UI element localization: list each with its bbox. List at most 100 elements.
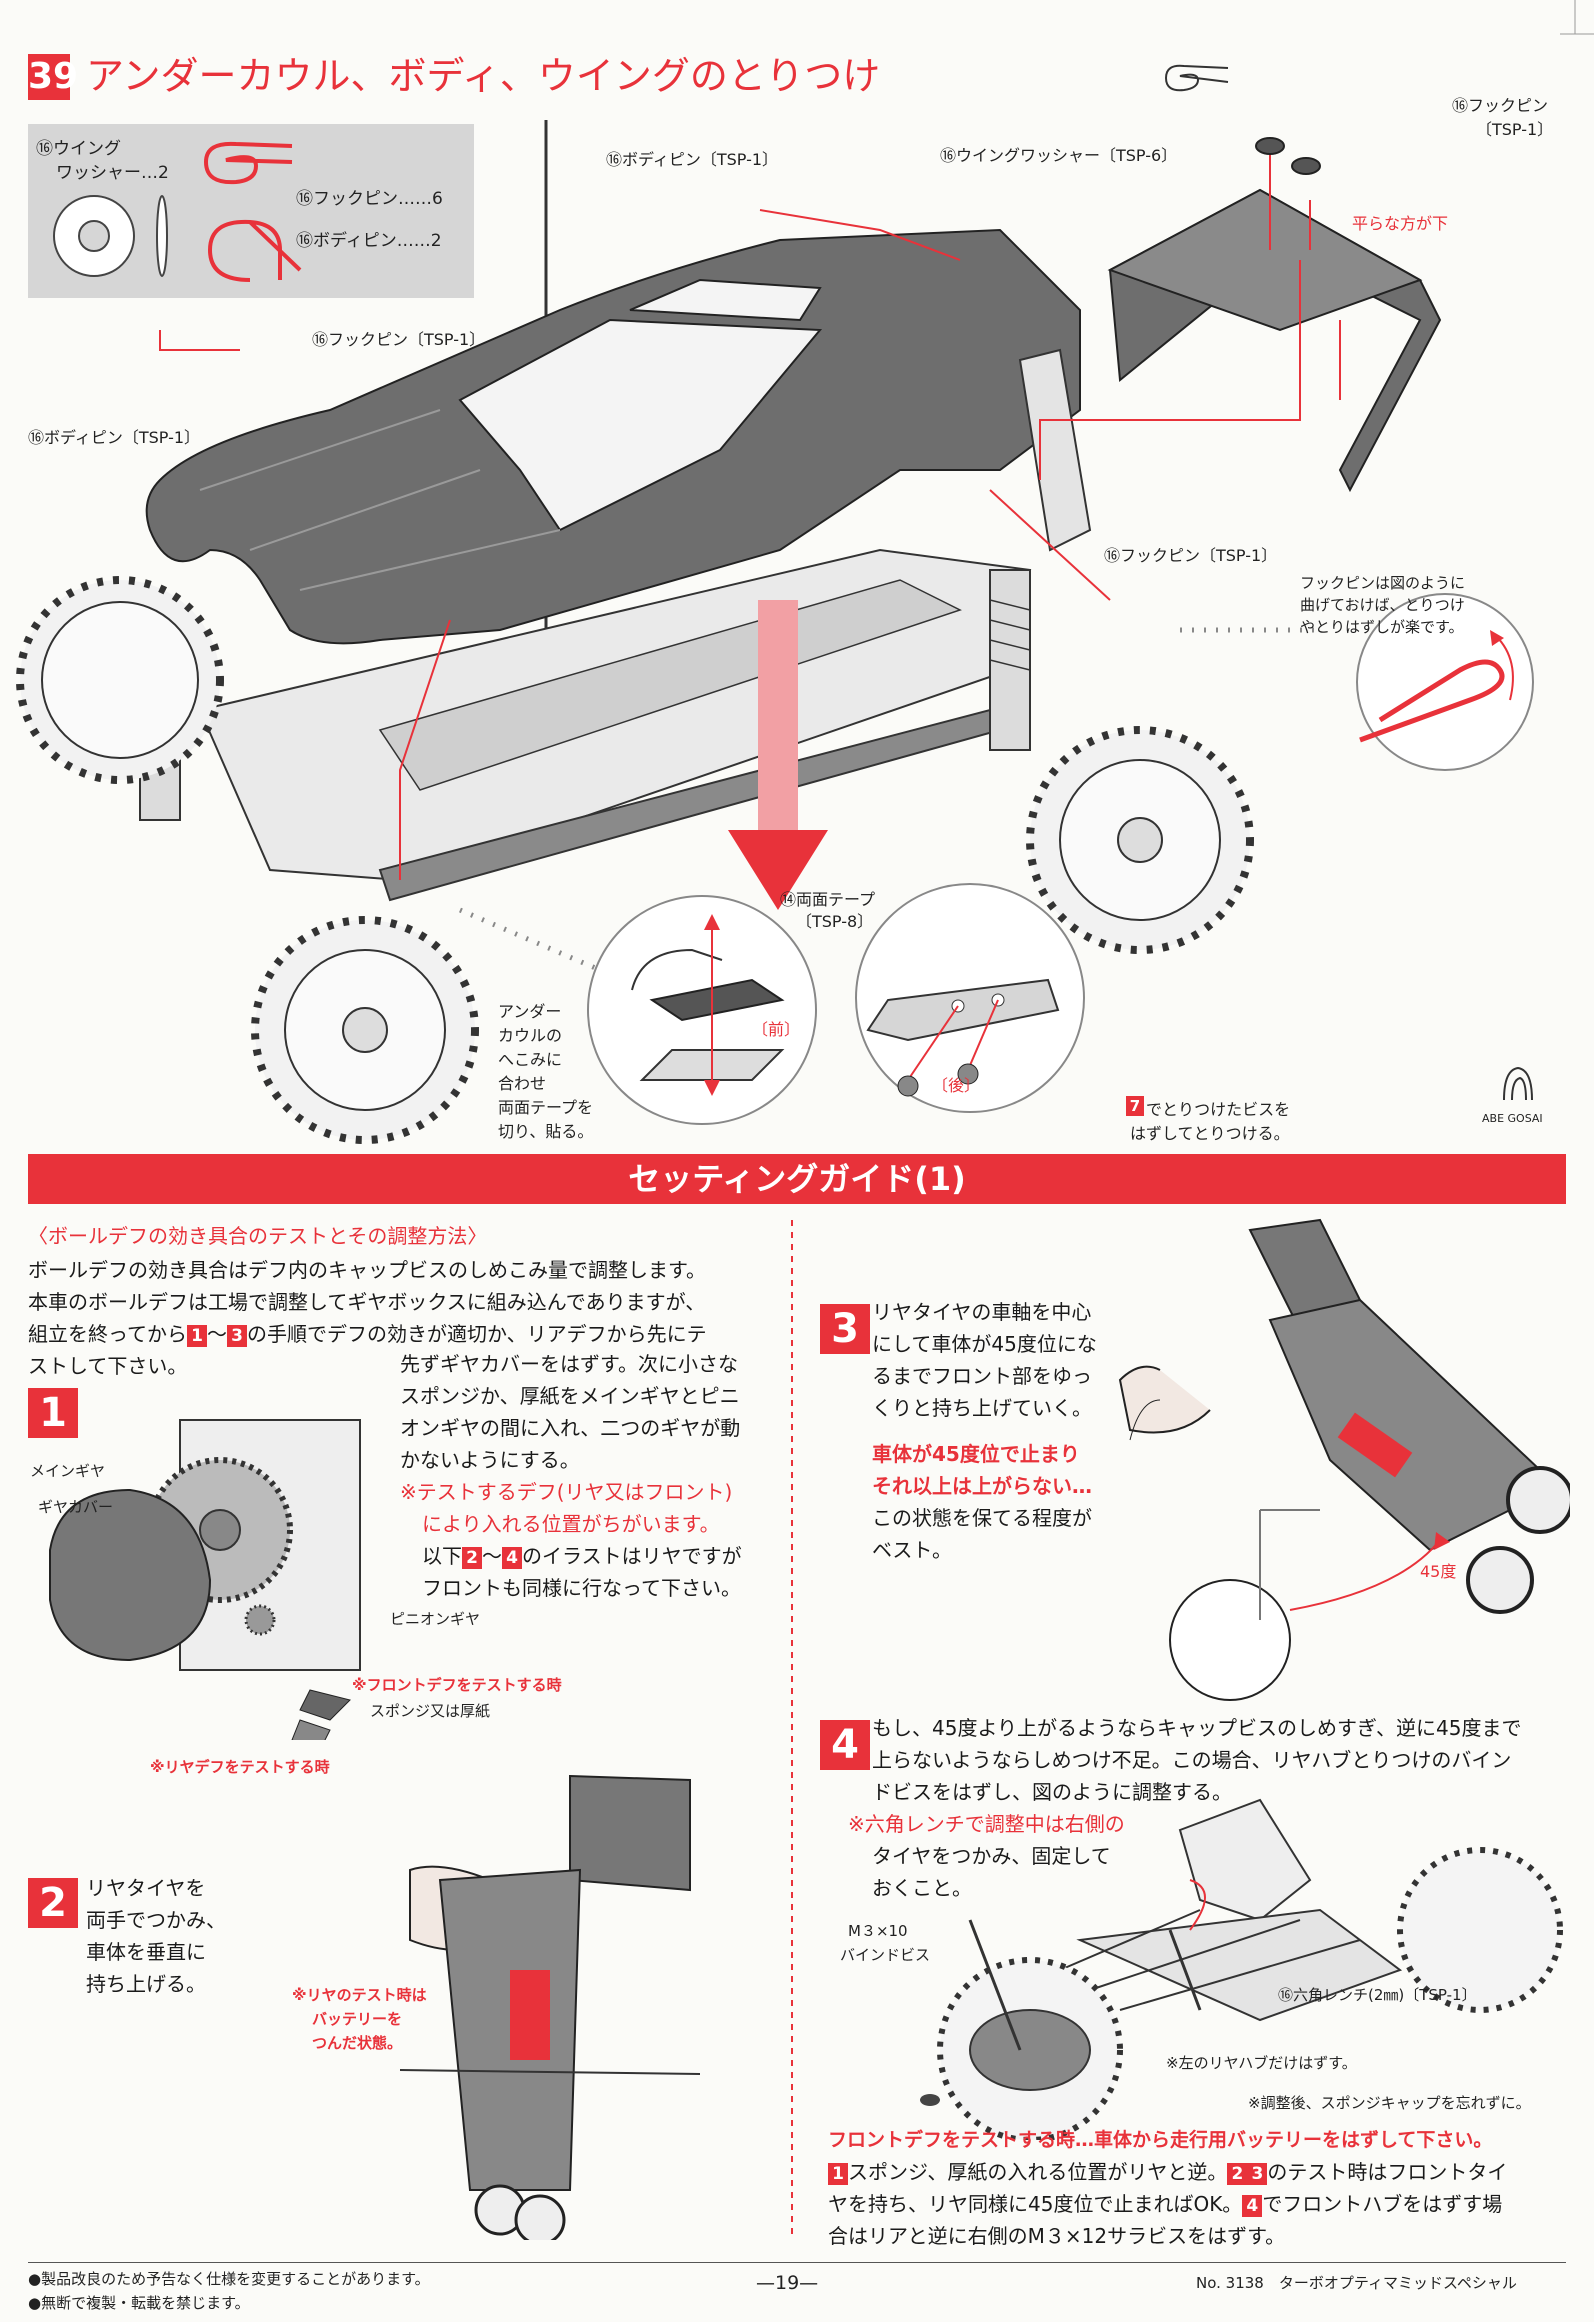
front-test-line-3: 合はリアと逆に右側のM３×12サラビスをはずす。 bbox=[828, 2224, 1286, 2248]
step-badge: 39 bbox=[28, 54, 78, 100]
step3-line-3: るまでフロント部をゆっ bbox=[872, 1364, 1092, 1388]
top-frame-lines bbox=[1560, 0, 1594, 35]
step3-red-2: それ以上は上がらない… bbox=[872, 1474, 1092, 1498]
step1-line-1: 先ずギヤカバーをはずす。次に小さな bbox=[400, 1352, 738, 1376]
step-number: 39 bbox=[28, 56, 79, 97]
wheel-rear-right bbox=[1026, 726, 1254, 954]
step2-line-2: 両手でつかみ、 bbox=[86, 1908, 226, 1932]
logo-text: ABE GOSAI bbox=[1482, 1112, 1543, 1125]
label-sponge-cap: ※調整後、スポンジキャップを忘れずに。 bbox=[1248, 2094, 1531, 2112]
step3-line-4: くりと持ち上げていく。 bbox=[872, 1396, 1092, 1420]
callout-hook-pin-top: ⑯フックピン bbox=[1452, 96, 1549, 115]
wheel-front-left bbox=[16, 576, 224, 784]
footer-note-2: ●無断で複製・転載を禁じます。 bbox=[28, 2294, 250, 2312]
screw-note-badge: 7 bbox=[1126, 1096, 1144, 1116]
callout-screw-note-2: はずしてとりつける。 bbox=[1130, 1124, 1290, 1143]
step1-line-4: かないようにする。 bbox=[400, 1448, 580, 1472]
footer-page-number: —19— bbox=[756, 2272, 819, 2294]
vertical-car-illustration bbox=[400, 1774, 700, 2240]
hook-pin-icon bbox=[204, 141, 293, 185]
callout-hook-pin-right: ⑯フックピン〔TSP-1〕 bbox=[1104, 546, 1278, 565]
callout-screw-note-1: でとりつけたビスを bbox=[1146, 1100, 1291, 1119]
step1-line-2: スポンジか、厚紙をメインギヤとピニ bbox=[400, 1384, 740, 1408]
hook-pin-tip-circle bbox=[1356, 593, 1534, 771]
step1-note-1: ※テストするデフ(リヤ又はフロント) bbox=[400, 1480, 733, 1504]
step2-badge: 2 bbox=[28, 1878, 78, 1928]
setting-guide-subtitle: 〈ボールデフの効き具合のテストとその調整方法〉 bbox=[28, 1224, 488, 1248]
step3-angle: 45度 bbox=[1420, 1562, 1457, 1581]
callout-undercowl-6: 切り、貼る。 bbox=[498, 1122, 594, 1141]
label-front-test: ※フロントデフをテストする時 bbox=[352, 1676, 562, 1694]
step3-line-1: リヤタイヤの車軸を中心 bbox=[872, 1300, 1092, 1324]
step4-line-3: ドビスをはずし、図のように調整する。 bbox=[872, 1780, 1232, 1804]
callout-body-pin-top: ⑯ボディピン〔TSP-1〕 bbox=[606, 150, 779, 169]
label-sponge: スポンジ又は厚紙 bbox=[370, 1702, 491, 1720]
hook-pin-top-icon bbox=[1165, 64, 1229, 92]
step4-line-2: 上らないようならしめつけ不足。この場合、リヤハブとりつけのバイン bbox=[872, 1748, 1512, 1772]
callout-wing-washer: ⑯ウイングワッシャー〔TSP-6〕 bbox=[940, 146, 1178, 165]
callout-undercowl-5: 両面テープを bbox=[498, 1098, 594, 1117]
page-title: アンダーカウル、ボディ、ウイングのとりつけ bbox=[86, 54, 881, 98]
rear-hub-illustration bbox=[920, 1798, 1563, 2140]
body-pin-icon bbox=[207, 219, 302, 282]
car-assembly-illustration bbox=[16, 120, 1442, 1144]
step4-note-3: おくこと。 bbox=[872, 1876, 972, 1900]
step1-note-2: により入れる位置がちがいます。 bbox=[422, 1512, 720, 1536]
step2-note-1: ※リヤのテスト時は bbox=[292, 1986, 427, 2004]
column-divider bbox=[791, 1220, 793, 2240]
callout-body-pin-left: ⑯ボディピン〔TSP-1〕 bbox=[28, 428, 201, 447]
callout-undercowl-3: へこみに bbox=[498, 1050, 563, 1069]
parts-hook-pin: ⑯フックピン……6 bbox=[296, 189, 443, 209]
intro-line-2: 本車のボールデフは工場で調整してギヤボックスに組み込んでありますが、 bbox=[28, 1290, 706, 1314]
front-test-title: フロントデフをテストする時…車体から走行用バッテリーをはずして下さい。 bbox=[828, 2129, 1493, 2151]
step2-line-3: 車体を垂直に bbox=[86, 1940, 206, 1964]
intro-line-4: ストして下さい。 bbox=[28, 1354, 188, 1378]
angled-car-illustration bbox=[1118, 1218, 1570, 1701]
step2-note-3: つんだ状態。 bbox=[312, 2034, 403, 2052]
callout-hook-tip-2: 曲げておけば、とりつけ bbox=[1300, 596, 1465, 614]
step1-line-6: フロントも同様に行なって下さい。 bbox=[422, 1576, 741, 1600]
step3-line-6: ベスト。 bbox=[872, 1538, 952, 1562]
callout-hook-pin-top-code: 〔TSP-1〕 bbox=[1476, 120, 1554, 139]
step2-line-4: 持ち上げる。 bbox=[86, 1972, 206, 1996]
step3-badge: 3 bbox=[820, 1304, 870, 1354]
callout-tape-code: 〔TSP-8〕 bbox=[796, 912, 874, 931]
label-gear-cover: ギヤカバー bbox=[38, 1498, 114, 1516]
step2-note-2: バッテリーを bbox=[312, 2010, 403, 2028]
step3-line-2: にして車体が45度位にな bbox=[872, 1332, 1097, 1356]
callout-undercowl-4: 合わせ bbox=[498, 1074, 547, 1093]
footer-product: No. 3138 ターボオプティマミッドスペシャル bbox=[1196, 2274, 1517, 2292]
step4-line-1: もし、45度より上がるようならキャップビスのしめすぎ、逆に45度まで bbox=[872, 1716, 1522, 1740]
wheel-rear-left bbox=[251, 916, 479, 1144]
callout-rear: 〔後〕 bbox=[932, 1076, 981, 1095]
abe-gosai-logo-icon bbox=[1503, 1066, 1533, 1101]
callout-front: 〔前〕 bbox=[752, 1020, 801, 1039]
footer-rule bbox=[28, 2262, 1566, 2263]
gearbox-illustration bbox=[49, 1419, 361, 1740]
setting-guide-banner: セッティングガイド(1) bbox=[28, 1154, 1566, 1204]
setting-guide-title: セッティングガイド(1) bbox=[628, 1160, 966, 1198]
label-rear-test: ※リヤデフをテストする時 bbox=[150, 1758, 330, 1776]
callout-hook-tip-1: フックピンは図のように bbox=[1300, 574, 1466, 592]
tape-detail-circle bbox=[587, 895, 817, 1125]
step1-line-3: オンギヤの間に入れ、二つのギヤが動 bbox=[400, 1416, 741, 1440]
callout-undercowl-2: カウルの bbox=[498, 1026, 563, 1045]
callout-tape: ⑭両面テープ bbox=[780, 890, 876, 909]
step4-note-1: ※六角レンチで調整中は右側の bbox=[848, 1812, 1125, 1836]
washer-icon bbox=[53, 195, 168, 277]
intro-line-1: ボールデフの効き具合はデフ内のキャップビスのしめこみ量で調整します。 bbox=[28, 1258, 706, 1282]
label-main-gear: メインギヤ bbox=[30, 1462, 106, 1480]
step3-line-5: この状態を保てる程度が bbox=[872, 1506, 1092, 1530]
footer-note-1: ●製品改良のため予告なく仕様を変更することがあります。 bbox=[28, 2270, 430, 2288]
step2-line-1: リヤタイヤを bbox=[86, 1876, 206, 1900]
label-screw-2: バインドビス bbox=[840, 1946, 931, 1964]
parts-washer-label-1: ⑯ウイング bbox=[36, 139, 121, 159]
callout-undercowl-1: アンダー bbox=[498, 1002, 562, 1021]
parts-body-pin: ⑯ボディピン……2 bbox=[296, 231, 442, 251]
step4-note-2: タイヤをつかみ、固定して bbox=[872, 1844, 1111, 1868]
parts-washer-label-2: ワッシャー…2 bbox=[56, 163, 169, 183]
